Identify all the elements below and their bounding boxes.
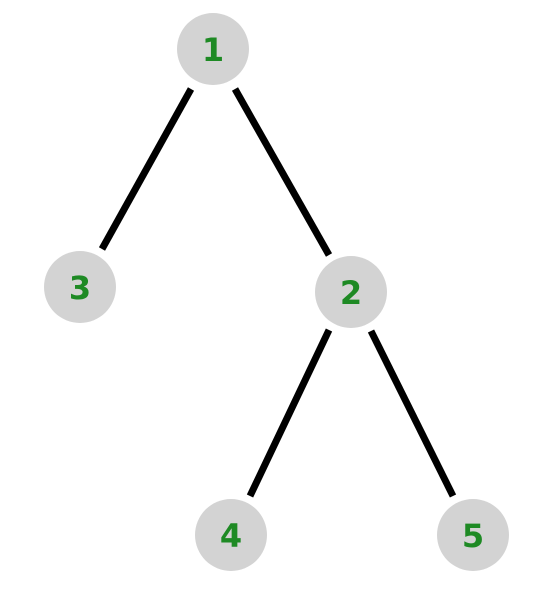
node-circle	[195, 499, 267, 571]
edge-1-3	[98, 87, 195, 251]
node-label: 1	[202, 31, 224, 69]
node-circle	[437, 499, 509, 571]
node-label: 3	[69, 269, 91, 307]
tree-node-1: 1	[177, 13, 249, 85]
tree-node-4: 4	[195, 499, 267, 571]
node-label: 4	[220, 517, 242, 555]
node-circle	[315, 256, 387, 328]
edge-2-5	[367, 329, 457, 498]
node-circle	[177, 13, 249, 85]
node-label: 5	[462, 517, 484, 555]
node-circle	[44, 251, 116, 323]
edge-1-2	[231, 87, 333, 257]
tree-node-2: 2	[315, 256, 387, 328]
edge-2-4	[246, 328, 333, 498]
tree-node-5: 5	[437, 499, 509, 571]
tree-node-3: 3	[44, 251, 116, 323]
node-label: 2	[340, 274, 362, 312]
